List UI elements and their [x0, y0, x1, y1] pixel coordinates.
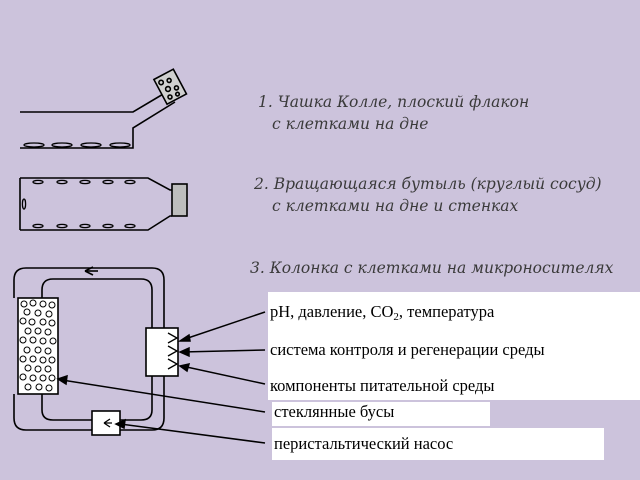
- label-beads-box: стеклянные бусы: [272, 402, 490, 426]
- caption-flask-cells: с клетками на дне: [272, 115, 429, 133]
- flat-flask-icon: [20, 68, 188, 149]
- pointer-lines: [56, 311, 266, 444]
- label-pump-box: перистальтический насос: [272, 428, 604, 460]
- bead-column-icon: [13, 266, 179, 431]
- caption-column: 3. Колонка с клетками на микроносителях: [250, 259, 614, 277]
- label-nutrients: компоненты питательной среды: [270, 376, 495, 395]
- peristaltic-pump-icon: [91, 410, 121, 436]
- caption-flask: 1. Чашка Колле, плоский флакон: [258, 93, 530, 111]
- labels-panel: pH, давление, CO2, температура система к…: [268, 292, 640, 400]
- label-pump: перистальтический насос: [274, 434, 454, 453]
- caption-bottle: 2. Вращающаяся бутыль (круглый сосуд): [254, 175, 602, 193]
- roller-bottle-icon: [19, 177, 188, 231]
- label-beads: стеклянные бусы: [274, 402, 395, 421]
- caption-bottle-cells: с клетками на дне и стенках: [272, 197, 519, 215]
- label-ph: pH, давление, CO2, температура: [270, 302, 495, 323]
- label-control: система контроля и регенерации среды: [270, 340, 545, 359]
